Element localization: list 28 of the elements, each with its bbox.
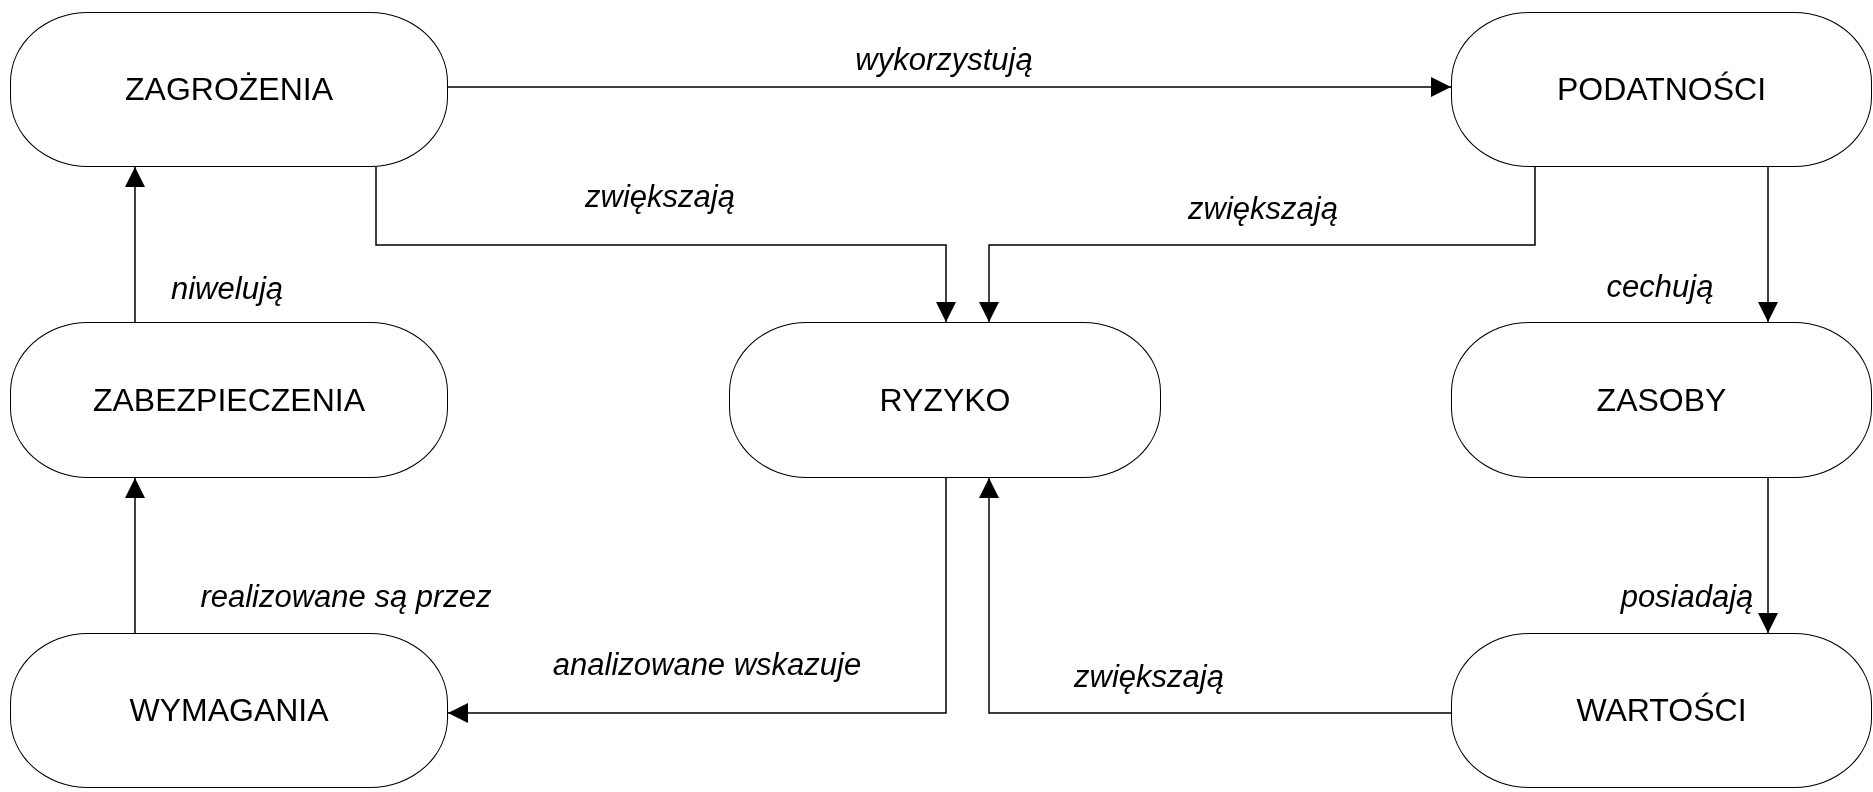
edge-label: wykorzystują bbox=[855, 42, 1033, 78]
edge-label: zwiększają bbox=[1188, 191, 1338, 227]
connector-arrow bbox=[125, 477, 145, 634]
node-label: WARTOŚCI bbox=[1576, 692, 1747, 729]
edge-label: zwiększają bbox=[585, 179, 735, 215]
edge-label: realizowane są przez bbox=[200, 579, 492, 615]
edge-label: cechują bbox=[1606, 269, 1714, 305]
edge-label: posiadają bbox=[1620, 579, 1754, 615]
node-label: RYZYKO bbox=[879, 381, 1011, 419]
rounded-node bbox=[1451, 633, 1872, 788]
rounded-node bbox=[1451, 322, 1872, 478]
node-label: ZAGROŻENIA bbox=[125, 71, 333, 108]
connector-arrow bbox=[375, 166, 956, 323]
node-label: ZABEZPIECZENIA bbox=[92, 381, 365, 419]
connector-arrow bbox=[447, 77, 1452, 97]
edge-label: niwelują bbox=[171, 271, 283, 307]
node-label: ZASOBY bbox=[1596, 381, 1727, 419]
node-label: WYMAGANIA bbox=[129, 692, 329, 729]
connector-arrow bbox=[1758, 477, 1778, 634]
rounded-node bbox=[1451, 12, 1872, 167]
connector-arrow bbox=[1758, 166, 1778, 323]
connector-arrow bbox=[447, 477, 947, 723]
connector-arrow bbox=[979, 166, 1536, 323]
connector-arrow bbox=[125, 166, 145, 323]
node-label: PODATNOŚCI bbox=[1556, 71, 1767, 108]
connector-arrow bbox=[979, 477, 1452, 714]
edge-label: analizowane wskazuje bbox=[552, 647, 862, 683]
edge-label: zwiększają bbox=[1074, 659, 1224, 695]
